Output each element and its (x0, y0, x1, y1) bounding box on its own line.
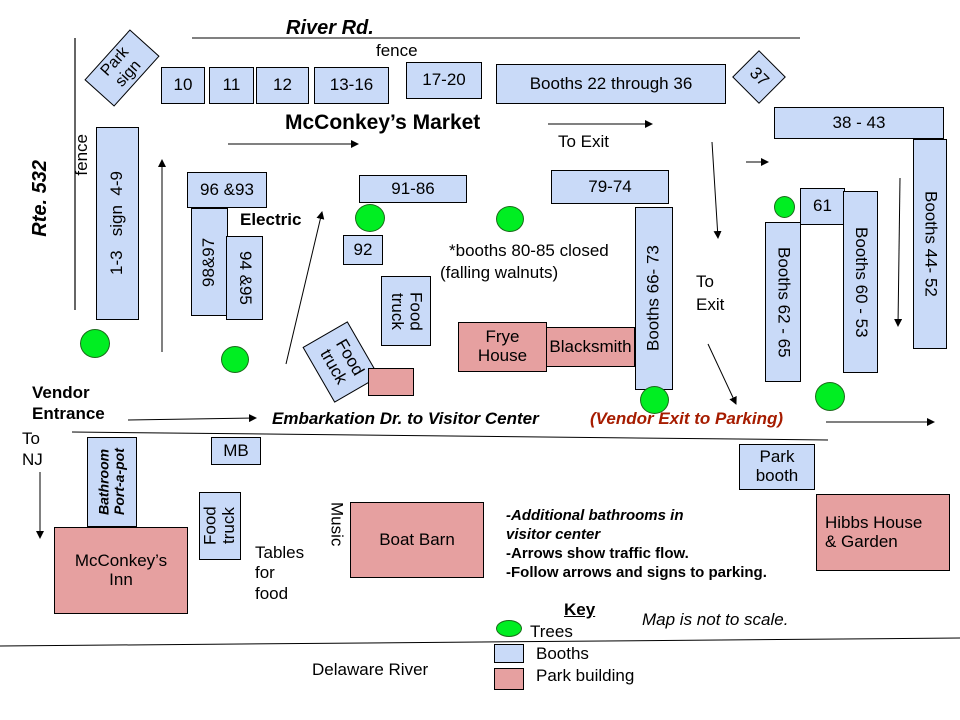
arrow-embarkation (127, 414, 257, 423)
booths-60-53: Booths 60 - 53 (843, 191, 878, 373)
tree (815, 382, 845, 411)
embarkation-road-line (71, 431, 829, 441)
booth-11: 11 (209, 67, 254, 104)
bathroom-port-a-pot: Bathroom Port-a-pot (87, 437, 137, 527)
booth-10: 10 (161, 67, 205, 104)
booths-1-9: 1-3 sign 4-9 (96, 127, 139, 320)
booths-66-73: Booths 66- 73 (635, 207, 673, 390)
booths-96-93: 96 &93 (187, 172, 267, 208)
closed-note-2: (falling walnuts) (440, 263, 559, 282)
to-nj-label: To NJ (22, 429, 43, 470)
booth-13-16: 13-16 (314, 67, 389, 104)
note-line-1: -Additional bathrooms in (506, 507, 684, 524)
booths-91-86: 91-86 (359, 175, 467, 203)
river-rd-label: River Rd. (286, 17, 374, 39)
key-trees-label: Trees (530, 622, 573, 641)
arrow-right-down-2 (894, 177, 903, 327)
booth-92: 92 (343, 235, 383, 265)
note-line-4: -Follow arrows and signs to parking. (506, 564, 767, 581)
tree (80, 329, 110, 358)
mcconkeys-inn: McConkey’s Inn (54, 527, 188, 614)
vendor-exit-label: (Vendor Exit to Parking) (590, 409, 784, 428)
electric-label: Electric (240, 210, 302, 229)
tree (355, 204, 385, 232)
booths-94-95: 94 &95 (226, 236, 263, 320)
note-line-3: -Arrows show traffic flow. (506, 545, 689, 562)
park-booth: Park booth (739, 444, 815, 490)
key-title: Key (564, 600, 596, 619)
river-bank-line (0, 637, 960, 647)
delaware-river-label: Delaware River (312, 660, 429, 679)
arrow-right-exit (707, 343, 737, 405)
key-buildings-label: Park building (536, 666, 635, 685)
hibbs-house: Hibbs House & Garden (816, 494, 950, 571)
booths-62-65: Booths 62 - 65 (765, 222, 801, 382)
booths-79-74: 79-74 (551, 170, 669, 204)
fence-top-label: fence (376, 41, 418, 60)
vendor-entrance-label: Vendor Entrance (32, 383, 105, 424)
food-truck-3: Food truck (199, 492, 241, 560)
tree (640, 386, 669, 414)
booths-22-36: Booths 22 through 36 (496, 64, 726, 104)
booth-12: 12 (256, 67, 309, 104)
tree (774, 196, 795, 218)
key-booth-swatch (494, 644, 524, 663)
booth-61: 61 (800, 188, 845, 225)
tables-for-food-label: Tables for food (255, 543, 305, 603)
mb-booth: MB (211, 437, 261, 465)
to-exit-top-label: To Exit (558, 132, 610, 151)
note-line-2: visitor center (506, 526, 601, 543)
blacksmith: Blacksmith (546, 327, 635, 367)
notes: -Additional bathrooms in visitor center … (506, 506, 767, 582)
small-park-building (368, 368, 414, 396)
tree (221, 346, 249, 373)
key-building-swatch (494, 668, 524, 690)
booths-98-97: 98&97 (191, 208, 228, 316)
rte-532-label: Rte. 532 (29, 160, 51, 237)
arrow-diag-electric (285, 211, 325, 365)
key-booths-label: Booths (536, 644, 589, 663)
booth-17-20: 17-20 (406, 62, 482, 99)
embarkation-label: Embarkation Dr. to Visitor Center (272, 409, 539, 428)
scale-note: Map is not to scale. (642, 610, 789, 629)
food-truck-1: Food truck (381, 276, 431, 346)
boat-barn: Boat Barn (350, 502, 484, 578)
booths-44-52: Booths 44- 52 (913, 139, 947, 349)
closed-note-1: *booths 80-85 closed (449, 241, 609, 260)
arrow-right-down-1 (711, 141, 722, 239)
music-label: Music (327, 502, 347, 547)
key-tree-swatch (496, 620, 522, 637)
fence-left-label: fence (72, 134, 91, 176)
frye-house: Frye House (458, 322, 547, 372)
market-title: McConkey’s Market (285, 111, 481, 134)
to-exit-right-label: To Exit (696, 272, 725, 314)
booths-38-43: 38 - 43 (774, 107, 944, 139)
tree (496, 206, 524, 232)
